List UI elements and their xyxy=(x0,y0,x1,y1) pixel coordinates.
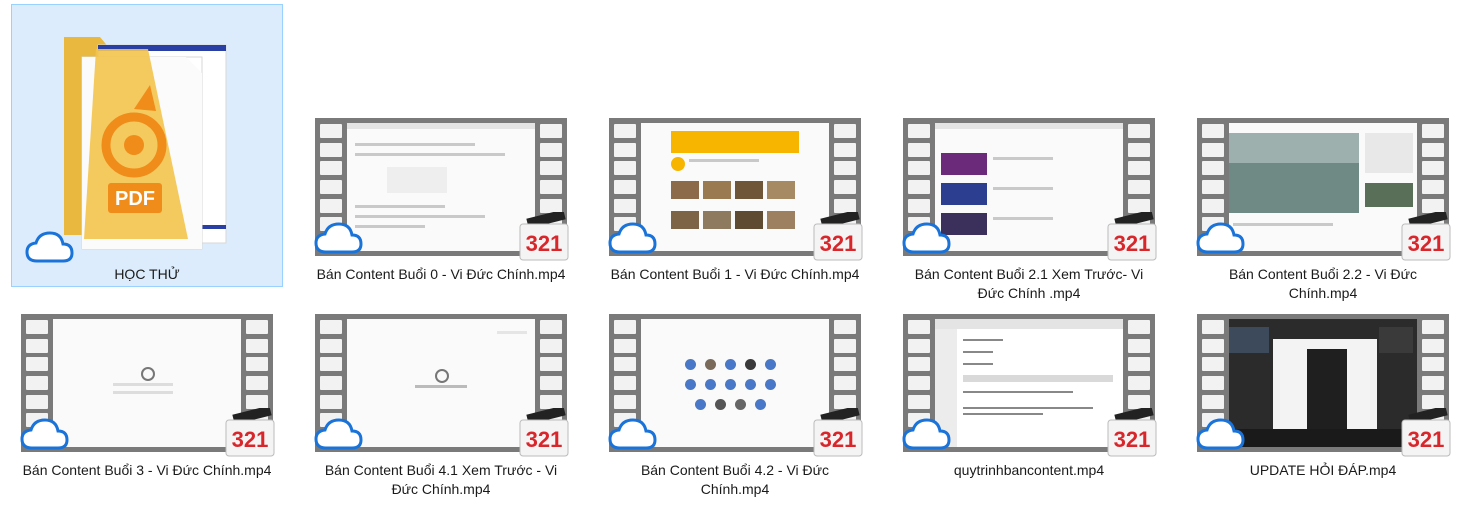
mpc-hc-icon: 321 xyxy=(225,408,275,457)
video-item-quytrinhbancontent[interactable]: 321 quytrinhbancontent.mp4 xyxy=(893,306,1165,496)
item-label: Bán Content Buổi 4.1 Xem Trước - Vi Đức … xyxy=(324,462,558,497)
video-thumbnail: 321 xyxy=(902,314,1157,457)
svg-text:321: 321 xyxy=(1114,427,1151,452)
item-label: Bán Content Buổi 1 - Vi Đức Chính.mp4 xyxy=(610,266,860,282)
mpc-hc-icon: 321 xyxy=(1107,408,1157,457)
mpc-hc-icon: 321 xyxy=(519,408,569,457)
pdf-badge-text: PDF xyxy=(115,188,155,210)
video-item-update-hoi-dap[interactable]: 321 UPDATE HỎI ĐÁP.mp4 xyxy=(1187,306,1459,496)
cloud-icon xyxy=(608,222,657,254)
video-item-buoi-4-1[interactable]: 321 Bán Content Buổi 4.1 Xem Trước - Vi … xyxy=(305,306,577,497)
video-thumbnail: 321 xyxy=(902,118,1157,261)
video-item-buoi-3[interactable]: 321 Bán Content Buổi 3 - Vi Đức Chính.mp… xyxy=(11,306,283,496)
folder-pdf-icon: PDF xyxy=(64,37,227,250)
cloud-icon xyxy=(20,418,69,450)
svg-text:321: 321 xyxy=(820,427,857,452)
item-label: Bán Content Buổi 2.1 Xem Trước- Vi Đức C… xyxy=(914,266,1144,301)
video-thumbnail: 321 xyxy=(608,118,863,261)
video-thumbnail: 321 xyxy=(608,314,863,457)
item-label: Bán Content Buổi 2.2 - Vi Đức Chính.mp4 xyxy=(1228,266,1418,301)
cloud-icon xyxy=(314,222,363,254)
video-thumbnail: 321 xyxy=(314,118,569,261)
video-thumbnail: 321 xyxy=(1196,314,1451,457)
video-item-buoi-1[interactable]: 321 Bán Content Buổi 1 - Vi Đức Chính.mp… xyxy=(599,110,871,300)
svg-text:321: 321 xyxy=(820,231,857,256)
mpc-hc-icon: 321 xyxy=(813,408,863,457)
mpc-hc-icon: 321 xyxy=(519,212,569,261)
item-label: UPDATE HỎI ĐÁP.mp4 xyxy=(1249,462,1397,478)
video-thumbnail: 321 xyxy=(314,314,569,457)
mpc-hc-icon: 321 xyxy=(813,212,863,261)
mpc-hc-icon: 321 xyxy=(1401,212,1451,261)
folder-item-hoc-thu[interactable]: PDF HỌC THỬ xyxy=(11,4,283,287)
video-item-buoi-0[interactable]: 321 Bán Content Buổi 0 - Vi Đức Chính.mp… xyxy=(305,110,577,300)
cloud-icon xyxy=(25,231,74,263)
mpc-hc-icon: 321 xyxy=(1107,212,1157,261)
svg-text:321: 321 xyxy=(526,231,563,256)
item-label: HỌC THỬ xyxy=(114,266,180,282)
item-label: Bán Content Buổi 3 - Vi Đức Chính.mp4 xyxy=(22,462,272,478)
svg-text:321: 321 xyxy=(232,427,269,452)
video-item-buoi-4-2[interactable]: 321 Bán Content Buổi 4.2 - Vi Đức Chính.… xyxy=(599,306,871,497)
cloud-icon xyxy=(314,418,363,450)
item-label: Bán Content Buổi 0 - Vi Đức Chính.mp4 xyxy=(316,266,566,282)
cloud-icon xyxy=(902,222,951,254)
video-item-buoi-2-2[interactable]: 321 Bán Content Buổi 2.2 - Vi Đức Chính.… xyxy=(1187,110,1459,301)
cloud-icon xyxy=(1196,222,1245,254)
svg-text:321: 321 xyxy=(526,427,563,452)
svg-text:321: 321 xyxy=(1408,231,1445,256)
video-item-buoi-2-1[interactable]: 321 Bán Content Buổi 2.1 Xem Trước- Vi Đ… xyxy=(893,110,1165,301)
item-label: quytrinhbancontent.mp4 xyxy=(953,462,1105,478)
cloud-icon xyxy=(1196,418,1245,450)
mpc-hc-icon: 321 xyxy=(1401,408,1451,457)
cloud-icon xyxy=(902,418,951,450)
svg-text:321: 321 xyxy=(1408,427,1445,452)
svg-text:321: 321 xyxy=(1114,231,1151,256)
cloud-icon xyxy=(608,418,657,450)
item-label: Bán Content Buổi 4.2 - Vi Đức Chính.mp4 xyxy=(640,462,830,497)
video-thumbnail: 321 xyxy=(1196,118,1451,261)
video-thumbnail: 321 xyxy=(20,314,275,457)
